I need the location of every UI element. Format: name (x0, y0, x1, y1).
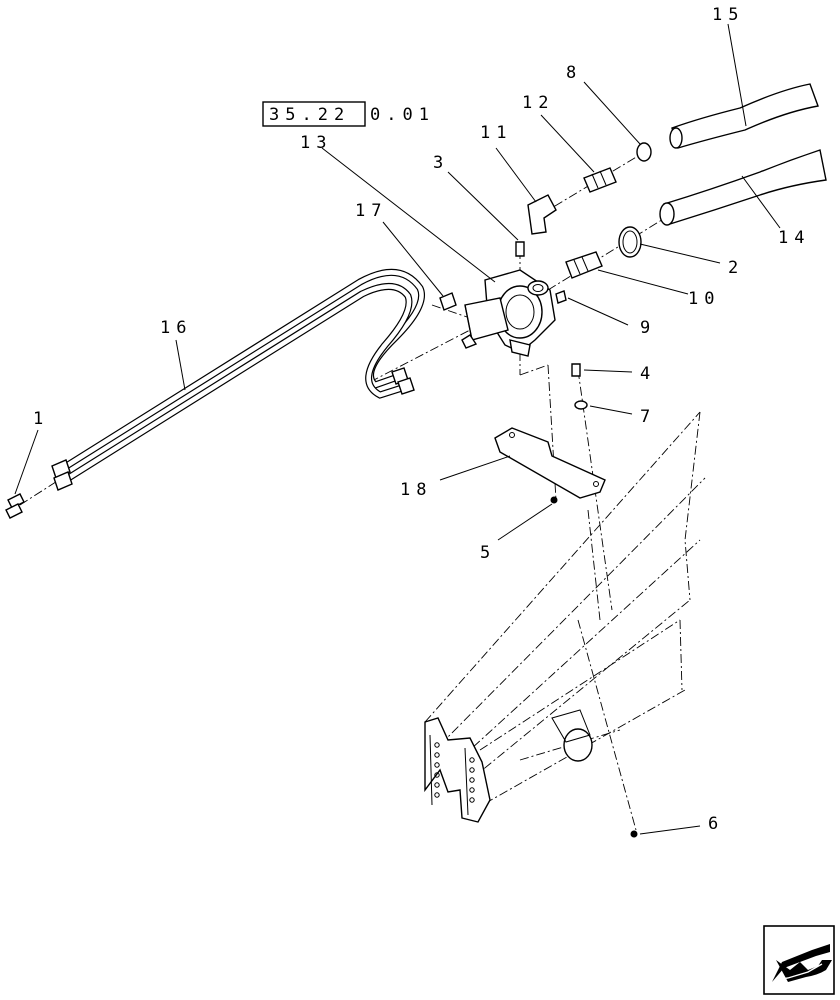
reference-link[interactable]: 35.22 0.01 (262, 101, 435, 127)
part-13-pump (461, 269, 556, 357)
callout-14: 14 (778, 228, 810, 248)
callout-5: 5 (480, 543, 496, 563)
part-4-bolt (571, 363, 581, 377)
part-2-clamp (618, 226, 642, 258)
part-6-nut (630, 830, 638, 838)
callout-1: 1 (33, 409, 49, 429)
callout-8: 8 (566, 63, 582, 83)
reference-boxed-text: 35.22 (269, 105, 350, 125)
previous-page-arrow-icon[interactable] (763, 925, 835, 995)
part-12-nipple (583, 167, 617, 193)
part-17-adapter (439, 292, 457, 311)
callout-16: 16 (160, 318, 192, 338)
leader-lines (14, 23, 781, 835)
callout-2: 2 (728, 258, 744, 278)
part-11-elbow (527, 194, 557, 235)
callout-15: 15 (712, 5, 744, 25)
reference-box (262, 101, 366, 127)
part-16-hoses (51, 268, 425, 491)
callout-10: 10 (688, 289, 720, 309)
part-10-fitting (565, 251, 603, 279)
callout-6: 6 (708, 814, 724, 834)
part-7-washer (574, 400, 588, 410)
callout-labels: 1 2 3 4 5 6 7 8 9 10 11 12 13 14 15 16 1… (33, 5, 810, 834)
part-9-fitting (555, 290, 567, 304)
callout-13: 13 (300, 133, 332, 153)
part-5-nut (550, 496, 558, 504)
callout-3: 3 (433, 153, 449, 173)
part-3-bolt (515, 241, 525, 257)
part-1-fittings (5, 493, 25, 519)
part-14-hose (659, 149, 827, 226)
part-15-hose (669, 83, 819, 149)
callout-4: 4 (640, 364, 656, 384)
part-18-plate (494, 427, 606, 499)
reference-suffix-text: 0.01 (370, 105, 435, 125)
part-8-clamp (636, 142, 652, 162)
callout-12: 12 (522, 93, 554, 113)
callout-7: 7 (640, 407, 656, 427)
callout-9: 9 (640, 318, 656, 338)
frame-structure (424, 411, 706, 823)
callout-17: 17 (355, 201, 387, 221)
callout-18: 18 (400, 480, 432, 500)
callout-11: 11 (480, 123, 512, 143)
